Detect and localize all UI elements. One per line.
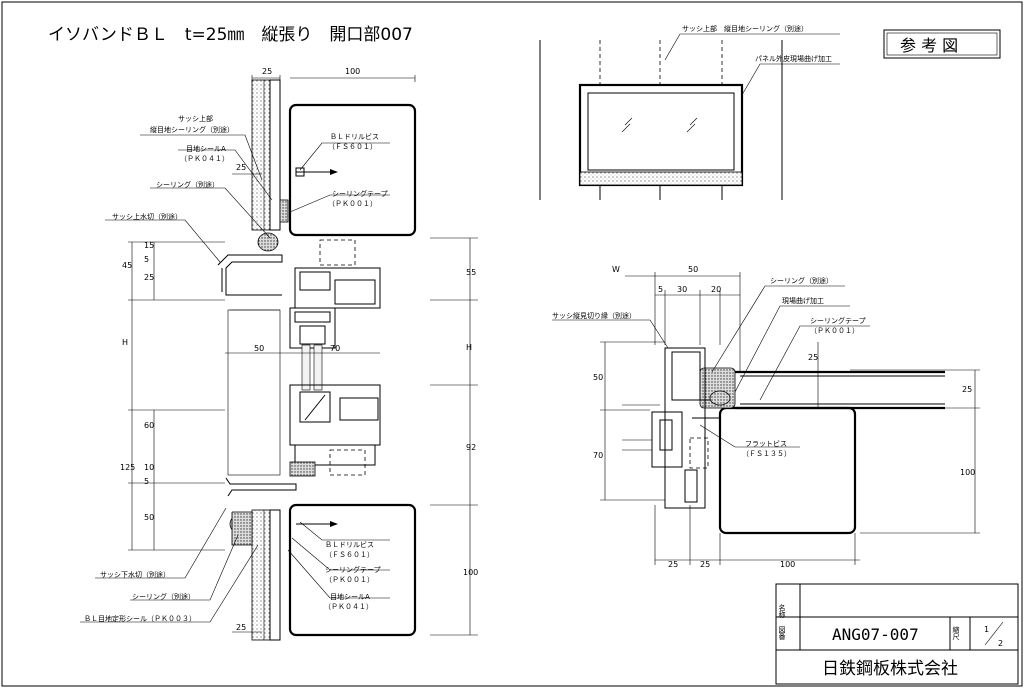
dim-left-5a: 5 (144, 255, 149, 264)
title-block (775, 583, 1019, 685)
dim-right-25b: 25 (962, 385, 972, 394)
label-sealing-tape-top: シーリングテープ (332, 189, 388, 198)
dim-right-bottom-25a: 25 (668, 560, 678, 569)
label-sealing-tape-bottom-code: （ＰＫ００１） (325, 576, 374, 584)
label-sealing-top: シーリング（別途） (156, 180, 219, 189)
label-right-sealing-tape: シーリングテープ (810, 316, 866, 325)
dim-right-bottom-100: 100 (780, 560, 795, 569)
label-top-sash-sealing: サッシ上部 縦目地シーリング（別途） (682, 24, 808, 33)
dim-right-left-70: 70 (593, 451, 603, 460)
label-flat-screw-code: （ＦＳ１３５） (742, 450, 791, 458)
label-joint-seal-a-top-code: （ＰＫ０４１） (180, 155, 229, 163)
label-bl-drill-bottom-code: （ＦＳ６０１） (325, 551, 374, 559)
label-flat-screw: フラットビス (745, 439, 787, 448)
label-sealing-tape-top-code: （ＰＫ００１） (328, 200, 377, 208)
dim-top-25: 25 (262, 67, 272, 76)
dim-top-100: 100 (345, 67, 360, 76)
title-block-scale-num: 1 (984, 625, 989, 634)
label-sealing-tape-bottom: シーリングテープ (325, 565, 381, 574)
dim-mid-70: 70 (330, 344, 340, 353)
label-joint-seal-a-bottom-code: （ＰＫ０４１） (324, 603, 373, 611)
reference-label: 参 考 図 (900, 36, 958, 55)
label-bl-joint-seal: ＢＬ目地定形シール（ＰＫ００３） (84, 614, 196, 623)
title-block-name-label: 名称 (778, 603, 786, 619)
dim-left-10: 10 (144, 463, 154, 472)
dim-right-W: W (612, 265, 620, 274)
label-right-sealing-tape-code: （ＰＫ００１） (810, 327, 859, 335)
right-section (552, 272, 980, 565)
dim-left-15: 15 (144, 241, 154, 250)
dim-left-50: 50 (144, 513, 154, 522)
label-panel-bend: パネル外皮現場曲げ加工 (755, 54, 832, 63)
dim-right-100: 100 (960, 468, 975, 477)
dim-right-H: H (466, 343, 472, 352)
dim-left-5b: 5 (144, 477, 149, 486)
title-block-scale-label: 縮尺 (952, 625, 960, 641)
dim-right-top-50: 50 (688, 265, 698, 274)
label-sash-top-drip: サッシ上水切（別途） (112, 212, 182, 221)
title-block-company: 日鉄鋼板株式会社 (822, 659, 958, 679)
label-bl-drill-top-code: （ＦＳ６０１） (328, 143, 377, 151)
dim-mid-50: 50 (254, 344, 264, 353)
dim-left-25: 25 (144, 273, 154, 282)
label-sash-top-sealing: 縦目地シーリング（別途） (150, 125, 234, 134)
dim-right-bottom-25b: 25 (700, 560, 710, 569)
top-right-section (539, 33, 840, 200)
label-bl-drill-top: ＢＬドリルビス (330, 132, 379, 141)
dim-right-100: 100 (463, 568, 478, 577)
dim-mid-25: 25 (236, 163, 246, 172)
label-right-sealing: シーリング（別途） (770, 276, 833, 285)
title-block-scale-den: 2 (998, 639, 1003, 648)
dim-right-55: 55 (466, 268, 476, 277)
dim-right-top-30: 30 (677, 285, 687, 294)
label-sash-top: サッシ上部 (178, 114, 213, 123)
label-field-bend: 現場曲げ加工 (782, 296, 824, 305)
label-joint-seal-a-bottom: 目地シールA (330, 592, 370, 601)
dim-left-H: H (122, 338, 128, 347)
title-block-drawing-no-label: 図番 (778, 626, 786, 641)
label-bl-drill-bottom: ＢＬドリルビス (325, 540, 374, 549)
drawing-title: イソバンドＢＬ t=25㎜ 縦張り 開口部007 (48, 25, 413, 45)
dim-left-45: 45 (122, 261, 132, 270)
label-sash-bottom-drip: サッシ下水切（別途） (100, 570, 170, 579)
dim-right-left-50: 50 (593, 373, 603, 382)
label-sash-cut-line: サッシ縦見切り縁（別途） (552, 311, 636, 320)
title-block-drawing-no: ANG07-007 (832, 625, 919, 644)
label-joint-seal-a-top: 目地シールA (186, 144, 226, 153)
left-section (80, 75, 478, 641)
dim-left-60: 60 (144, 421, 154, 430)
dim-left-125: 125 (120, 463, 135, 472)
dim-right-25a: 25 (808, 353, 818, 362)
dim-right-top-5: 5 (658, 285, 663, 294)
dim-right-top-20: 20 (711, 285, 721, 294)
label-sealing-bottom: シーリング（別途） (132, 592, 195, 601)
dim-right-92: 92 (466, 443, 476, 452)
dim-bottom-25: 25 (236, 623, 246, 632)
reference-box (883, 29, 1001, 59)
